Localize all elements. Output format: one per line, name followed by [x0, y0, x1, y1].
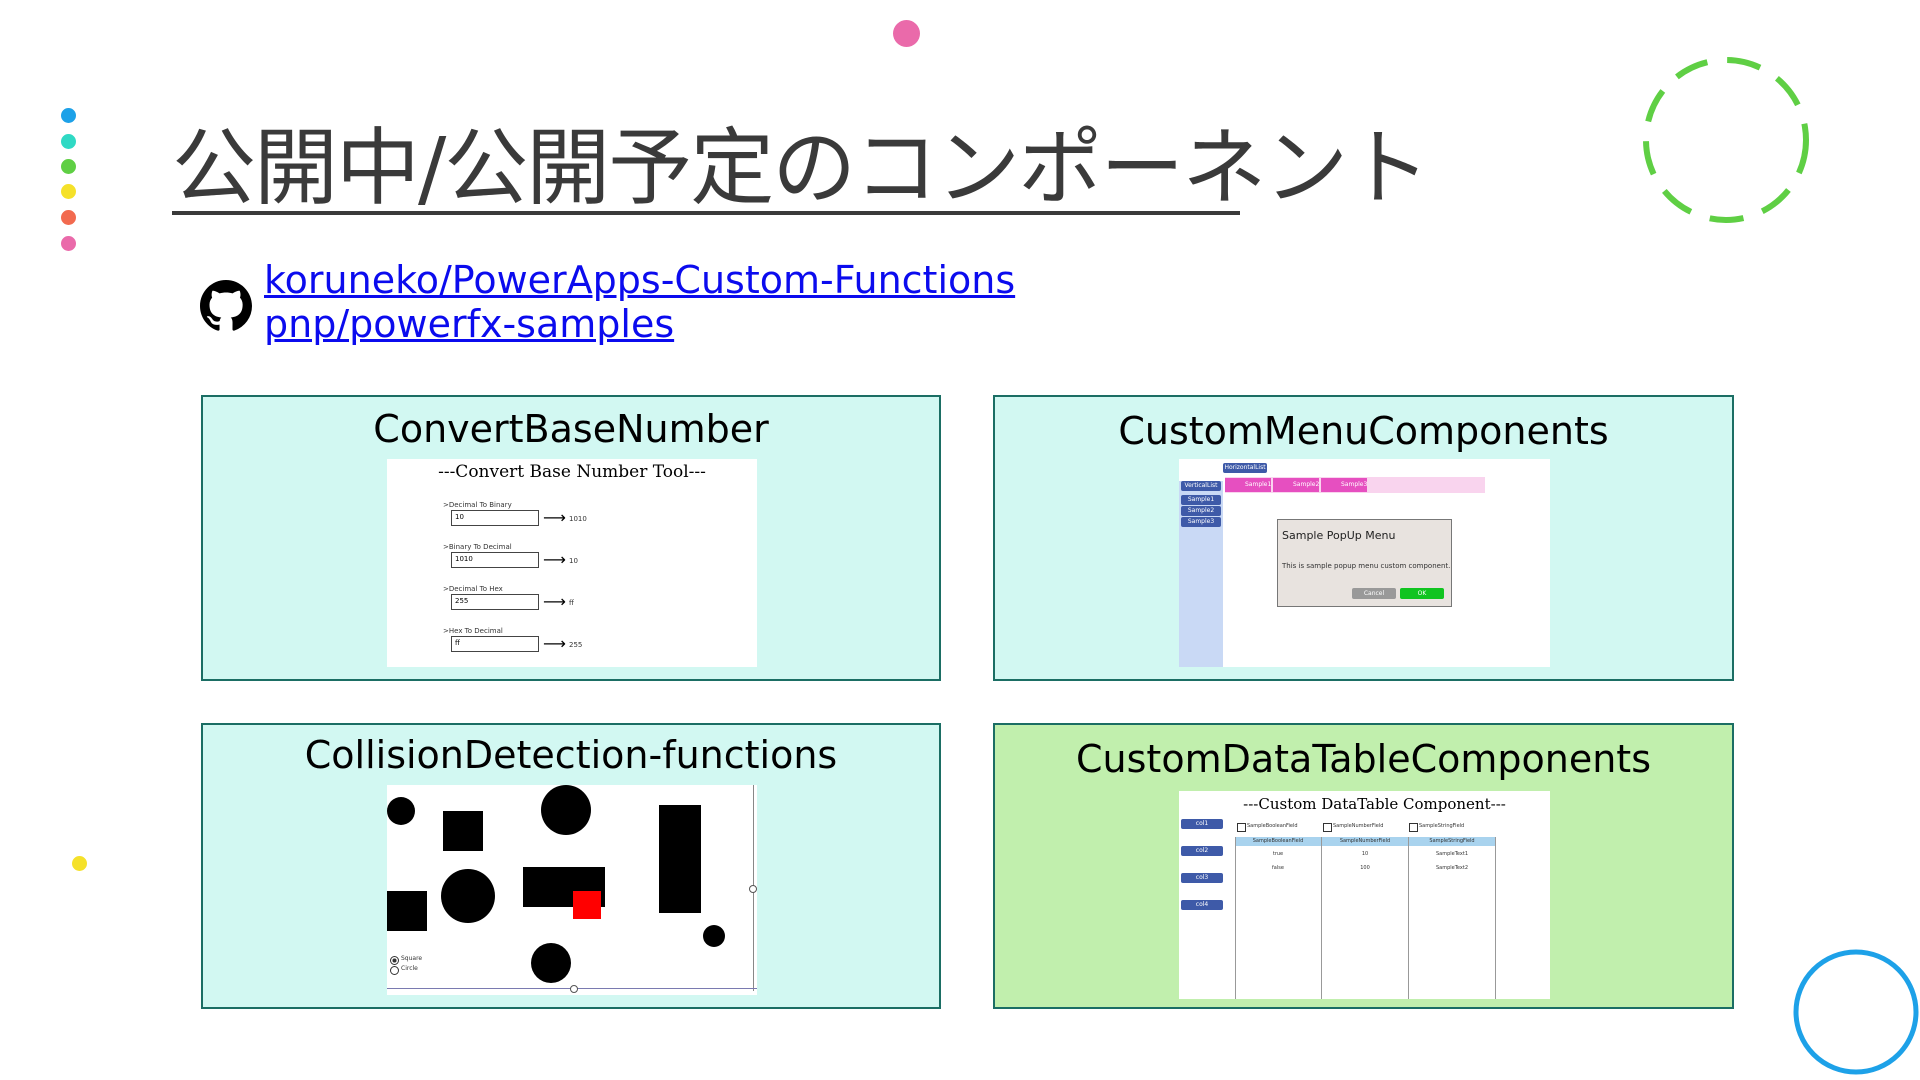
col-toggle-button[interactable]: col4 [1181, 900, 1223, 910]
panel-title: CustomDataTableComponents [1076, 737, 1651, 781]
panel-convert-base-number: ConvertBaseNumber ---Convert Base Number… [201, 395, 941, 681]
shape-circle [387, 797, 415, 825]
panel-custom-datatable: CustomDataTableComponents ---Custom Data… [993, 723, 1734, 1009]
player-square[interactable] [573, 891, 601, 919]
vertical-menu-item[interactable]: Sample2 [1181, 506, 1221, 516]
row-label: >Decimal To Binary [443, 501, 512, 509]
panel-title: ConvertBaseNumber [373, 407, 769, 451]
checkbox-label: SampleNumberField [1333, 823, 1384, 829]
table-cell: false [1272, 865, 1284, 871]
binary-input[interactable]: 1010 [451, 552, 539, 568]
repo-links: koruneko/PowerApps-Custom-Functions pnp/… [264, 258, 1015, 346]
shape-square [443, 811, 483, 851]
column-divider [1495, 837, 1496, 999]
decimal-input[interactable]: 10 [451, 510, 539, 526]
shape-circle [441, 869, 495, 923]
checkbox[interactable] [1409, 823, 1418, 832]
page-title: 公開中/公開予定のコンポーネント [172, 119, 1430, 217]
deco-dot-green [61, 159, 76, 174]
shape-rect-tall [659, 805, 701, 913]
column-divider [1235, 837, 1236, 999]
column-divider [1321, 837, 1322, 999]
arrow-icon: ⟶ [543, 508, 566, 527]
screenshot-convert-base-number: ---Convert Base Number Tool--- >Decimal … [387, 459, 757, 667]
deco-dot-pink [61, 236, 76, 251]
shape-square [387, 891, 427, 931]
panel-collision-detection: CollisionDetection-functions Square Circ… [201, 723, 941, 1009]
column-header: SampleBooleanField [1252, 838, 1304, 844]
screenshot-custom-datatable: ---Custom DataTable Component--- col1 co… [1179, 791, 1550, 999]
arrow-icon: ⟶ [543, 634, 566, 653]
shape-circle [703, 925, 725, 947]
horizontal-menu-item[interactable]: Sample1 [1225, 478, 1271, 492]
vertical-menu-item[interactable]: Sample3 [1181, 517, 1221, 527]
horizontal-menu-item[interactable]: Sample3 [1321, 478, 1367, 492]
screenshot-custom-menu: HorizontalList VerticalList Sample1 Samp… [1179, 459, 1550, 667]
deco-dot-teal [61, 134, 76, 149]
deco-dot-blue [61, 108, 76, 123]
horizontal-menu-item[interactable]: Sample2 [1273, 478, 1319, 492]
panel-title: CustomMenuComponents [1118, 409, 1609, 453]
horizontal-list-label: HorizontalList [1223, 463, 1267, 473]
row-result: 10 [569, 557, 578, 565]
title-underline [172, 211, 1240, 215]
deco-dot-yellow-left [72, 856, 87, 871]
radio-circle[interactable] [390, 966, 399, 975]
row-result: ff [569, 599, 574, 607]
deco-dot-pink-top [893, 20, 920, 47]
panel-custom-menu-components: CustomMenuComponents HorizontalList Vert… [993, 395, 1734, 681]
column-header: SampleNumberField [1339, 838, 1391, 844]
row-label: >Hex To Decimal [443, 627, 503, 635]
deco-blue-ring [1793, 949, 1919, 1075]
table-header [1235, 837, 1495, 846]
cancel-button[interactable]: Cancel [1352, 588, 1396, 599]
repo-link-pnp[interactable]: pnp/powerfx-samples [264, 302, 675, 346]
arrow-icon: ⟶ [543, 592, 566, 611]
github-icon [200, 280, 252, 331]
radio-square[interactable] [390, 956, 399, 965]
checkbox[interactable] [1323, 823, 1332, 832]
arrow-icon: ⟶ [543, 550, 566, 569]
vertical-list-label: VerticalList [1181, 481, 1221, 491]
radio-label: Square [401, 955, 423, 962]
table-cell: 10 [1361, 851, 1369, 857]
row-result: 1010 [569, 515, 587, 523]
panel-title: CollisionDetection-functions [304, 733, 838, 777]
row-label: >Binary To Decimal [443, 543, 512, 551]
ok-button[interactable]: OK [1400, 588, 1444, 599]
table-cell: SampleText2 [1435, 865, 1469, 871]
deco-dot-orange [61, 210, 76, 225]
slider-horizontal-handle[interactable] [570, 985, 578, 993]
vertical-menu-item[interactable]: Sample1 [1181, 495, 1221, 505]
radio-label: Circle [401, 965, 418, 972]
table-cell: true [1272, 851, 1284, 857]
col-toggle-button[interactable]: col1 [1181, 819, 1223, 829]
popup-body: This is sample popup menu custom compone… [1282, 562, 1451, 570]
deco-dashed-circle [1643, 57, 1809, 223]
deco-dot-yellow [61, 184, 76, 199]
table-cell: 100 [1360, 865, 1370, 871]
col-toggle-button[interactable]: col3 [1181, 873, 1223, 883]
shape-circle [541, 785, 591, 835]
shape-circle [531, 943, 571, 983]
column-divider [1408, 837, 1409, 999]
checkbox[interactable] [1237, 823, 1246, 832]
table-cell: SampleText1 [1435, 851, 1469, 857]
checkbox-label: SampleStringField [1419, 823, 1465, 829]
decimal-hex-input[interactable]: 255 [451, 594, 539, 610]
column-header: SampleStringField [1429, 838, 1475, 844]
popup-title: Sample PopUp Menu [1282, 529, 1396, 542]
hex-input[interactable]: ff [451, 636, 539, 652]
popup-menu: Sample PopUp Menu This is sample popup m… [1277, 519, 1452, 607]
col-toggle-button[interactable]: col2 [1181, 846, 1223, 856]
row-result: 255 [569, 641, 583, 649]
repo-link-koruneko[interactable]: koruneko/PowerApps-Custom-Functions [264, 258, 1016, 302]
slider-vertical-handle[interactable] [749, 885, 757, 893]
datatable-heading: ---Custom DataTable Component--- [1243, 795, 1506, 813]
tool-heading: ---Convert Base Number Tool--- [438, 462, 706, 482]
row-label: >Decimal To Hex [443, 585, 503, 593]
screenshot-collision-detection: Square Circle [387, 785, 757, 995]
checkbox-label: SampleBooleanField [1247, 823, 1298, 829]
